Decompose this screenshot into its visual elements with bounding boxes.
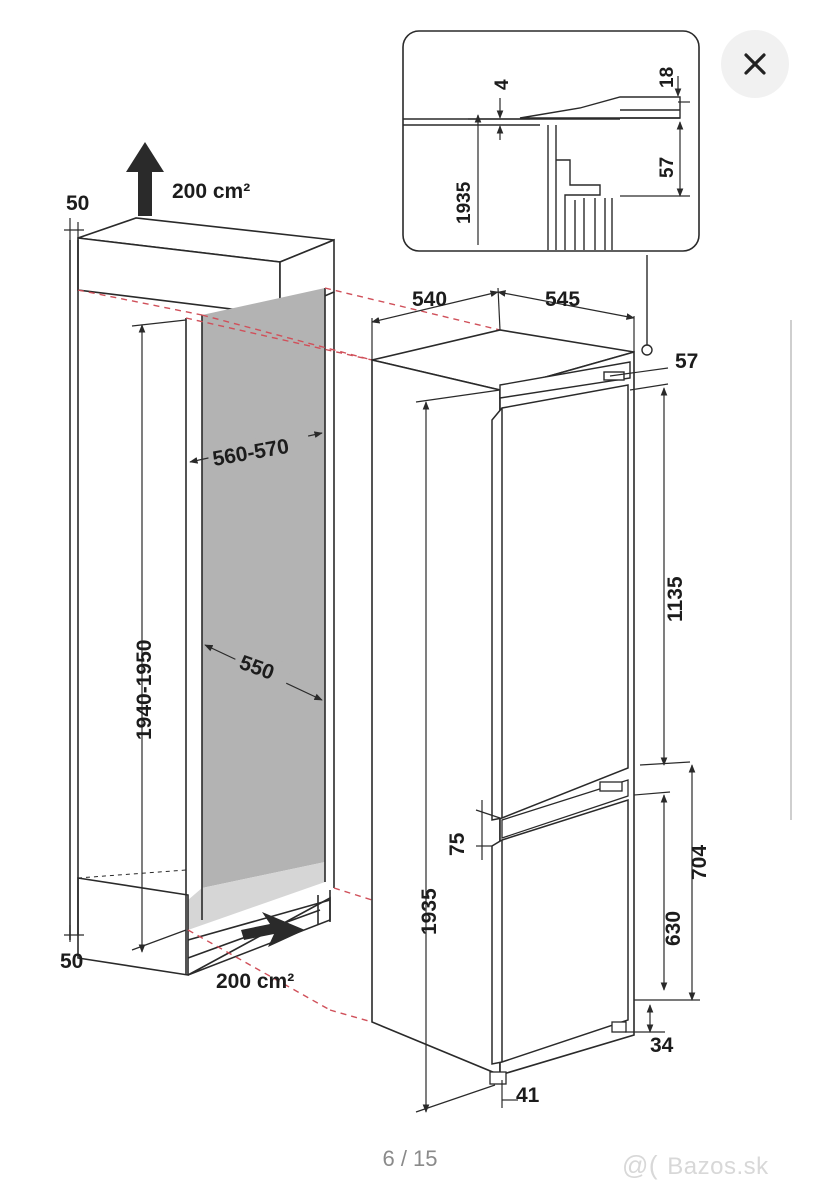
fridge-door-height-label: 1135 [664,576,687,622]
fridge-door [491,384,629,821]
niche-height-label: 1940-1950 [133,640,156,740]
freezer-door-height-label: 630 [662,911,685,946]
installation-diagram: 200 cm² 200 cm² 50 50 1940-1950 560-5 [60,30,711,1113]
bottom-clearance-label: 50 [60,950,83,973]
close-icon [744,53,766,75]
total-height-label: 1935 [418,888,441,935]
depth-label-right: 545 [545,288,580,311]
vent-bottom-area-label: 200 cm² [216,970,294,993]
foot-label: 41 [516,1084,540,1107]
close-button[interactable] [721,30,789,98]
detail-gap-label: 4 [492,79,513,90]
detail-offset-label: 57 [657,157,678,178]
niche-cabinet [69,217,335,976]
watermark: @( Bazos.sk [622,1150,769,1180]
vent-bottom-arrow-icon [241,912,305,947]
depth-label-left: 540 [412,288,447,311]
page-edge-line [790,320,792,820]
freezer-door [491,798,629,1065]
plinth-label: 34 [650,1034,674,1057]
watermark-logo-icon: @( [622,1150,659,1180]
vent-top-arrow-icon [126,142,164,216]
freezer-section-height-label: 704 [688,845,711,880]
watermark-text: Bazos.sk [667,1153,769,1180]
top-clearance-label: 50 [66,192,89,215]
detail-inset: 1935 4 18 57 [402,30,700,252]
top-offset-label: 57 [675,350,698,373]
page-counter: 6 / 15 [382,1146,438,1171]
detail-height-label: 1935 [454,181,475,224]
vent-top-area-label: 200 cm² [172,180,250,203]
gap-label: 75 [446,832,469,856]
detail-thickness-label: 18 [657,67,678,88]
